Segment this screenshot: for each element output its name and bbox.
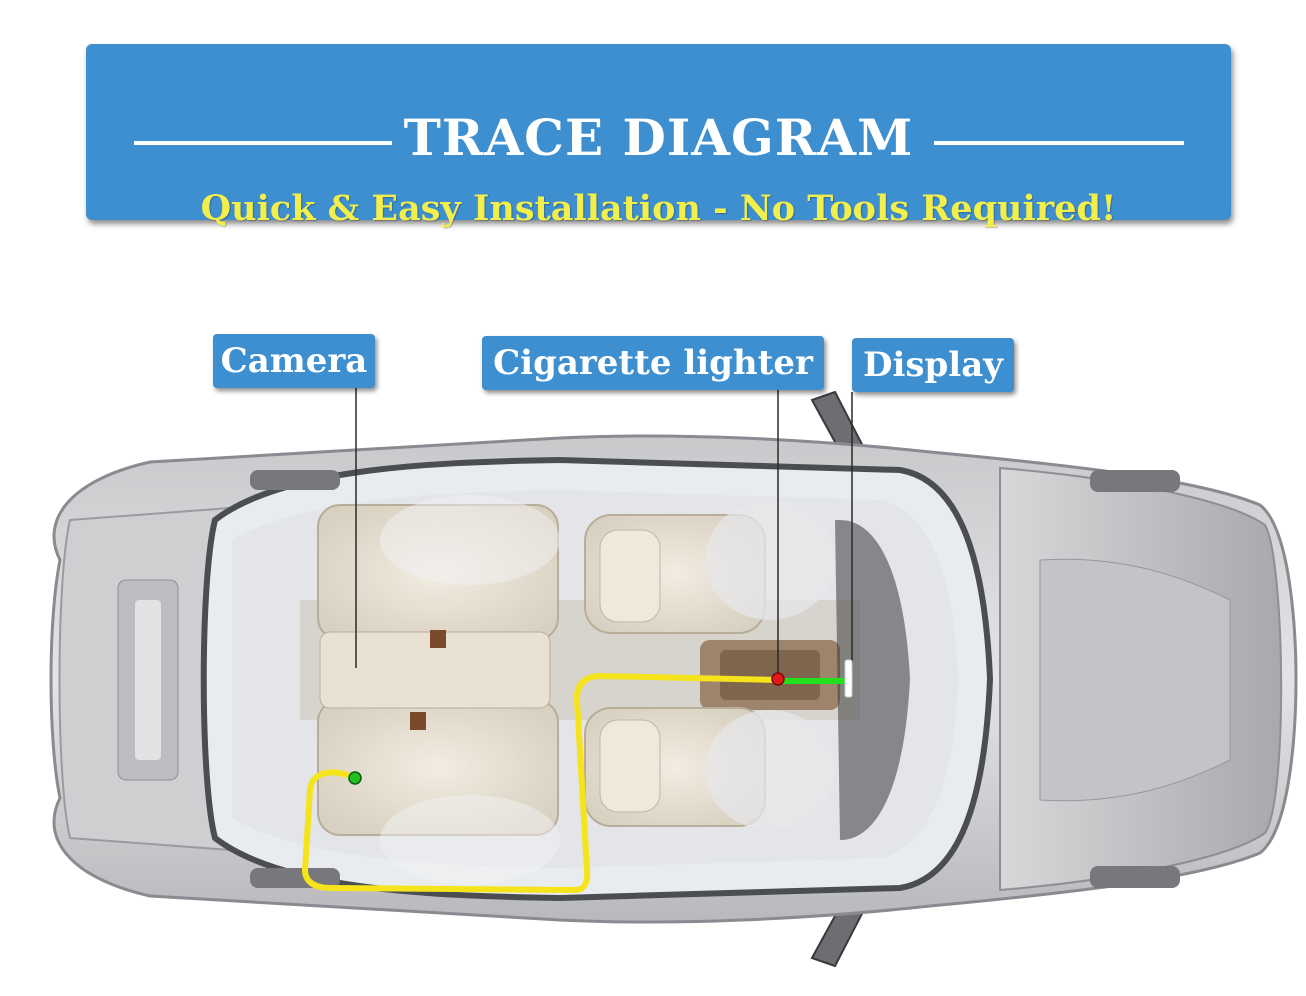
lighter-point-dot <box>771 672 785 686</box>
display-label: Display <box>852 338 1014 392</box>
dashboard <box>835 520 910 840</box>
cigarette-lighter-label: Cigarette lighter <box>482 336 824 390</box>
title-rule-left <box>134 141 394 145</box>
page-title: TRACE DIAGRAM <box>86 108 1231 168</box>
display-marker <box>844 659 853 698</box>
camera-label: Camera <box>213 334 375 388</box>
page-subtitle: Quick & Easy Installation - No Tools Req… <box>200 188 1117 229</box>
camera-point-dot <box>348 771 362 785</box>
camera-cable-trace <box>302 673 781 893</box>
title-banner: TRACE DIAGRAM Quick & Easy Installation … <box>86 44 1231 229</box>
title-rule-right <box>934 141 1184 145</box>
